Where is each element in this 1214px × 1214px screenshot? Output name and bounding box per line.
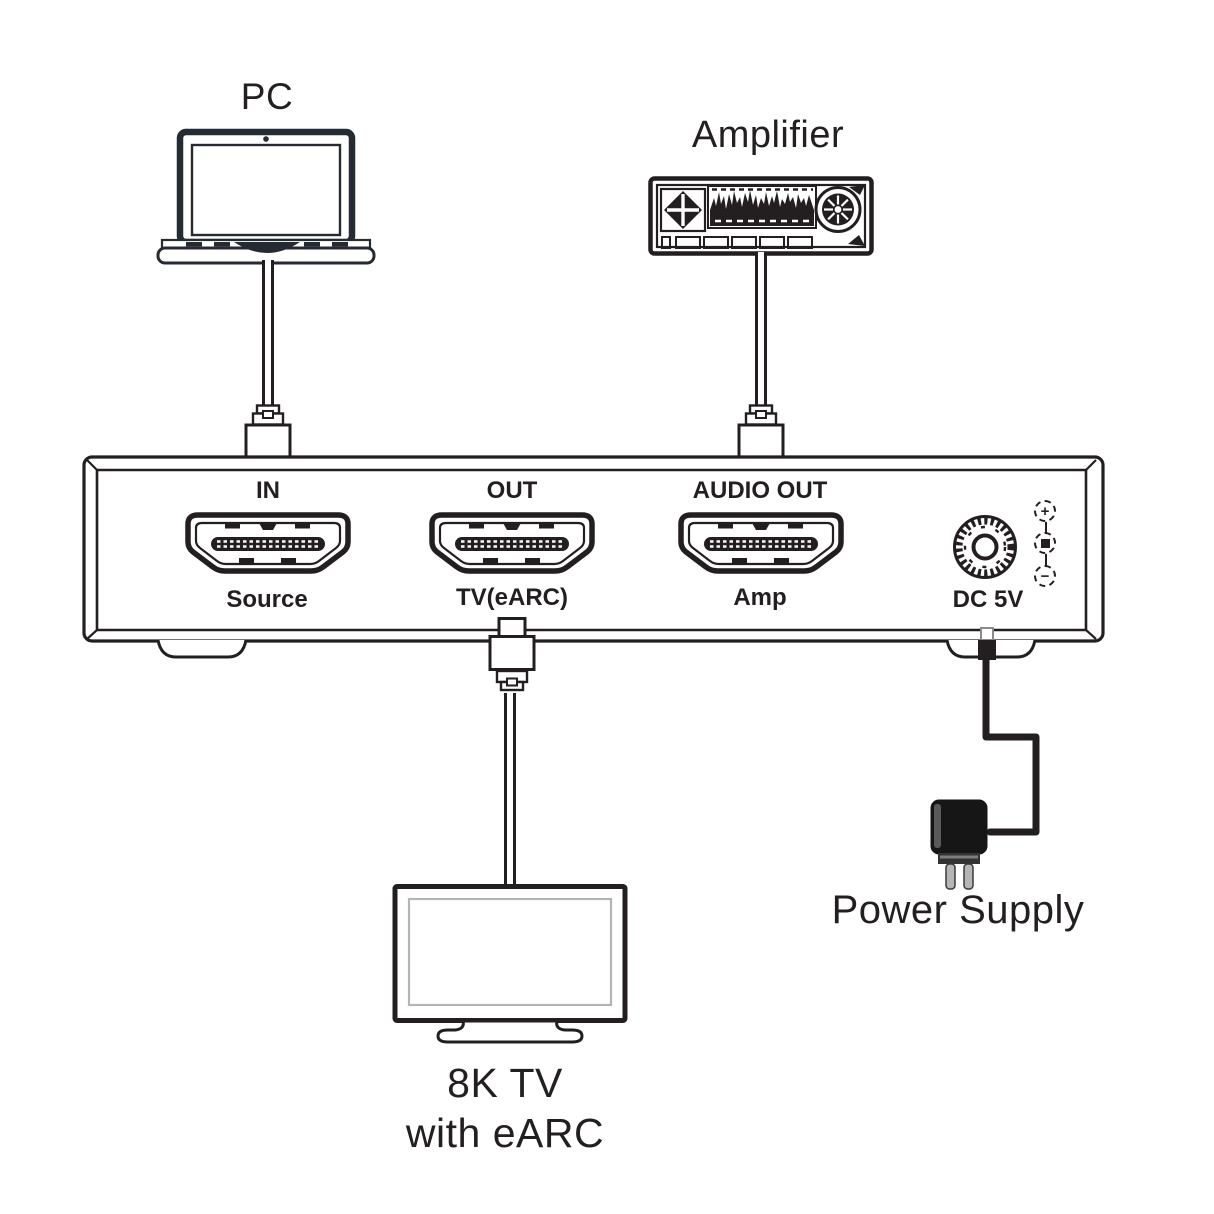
polarity-center-pin bbox=[1040, 538, 1050, 548]
amp-spectrum-icon bbox=[710, 190, 814, 226]
pc-label: PC bbox=[240, 76, 294, 117]
hdmi-port-out bbox=[429, 512, 595, 574]
port-label-dc-5v: DC 5V bbox=[952, 586, 1024, 613]
pc-hdmi-cable bbox=[262, 260, 274, 406]
polarity-minus-sign: − bbox=[1040, 567, 1050, 585]
power-supply-label: Power Supply bbox=[831, 888, 1085, 932]
earc-extractor-box bbox=[82, 455, 1105, 659]
power-cable bbox=[982, 644, 1040, 836]
polarity-plus-icon: + bbox=[1034, 500, 1056, 522]
hdmi-port-audio-out bbox=[678, 512, 844, 574]
port-label-out: OUT bbox=[486, 477, 538, 504]
laptop-icon bbox=[156, 128, 376, 265]
tv-screen bbox=[407, 897, 613, 1007]
box-foot-left bbox=[156, 639, 248, 659]
tv-hdmi-cable bbox=[504, 693, 516, 887]
hdmi-plug-tv bbox=[488, 617, 536, 692]
hdmi-port-in bbox=[185, 512, 351, 574]
dc-jack bbox=[953, 515, 1017, 579]
polarity-center-icon bbox=[1034, 532, 1056, 554]
port-label-source: Source bbox=[226, 586, 308, 613]
tv-stand bbox=[436, 1019, 584, 1044]
amp-dpad-cell bbox=[659, 187, 707, 233]
port-label-audio-out: AUDIO OUT bbox=[692, 477, 828, 504]
adapter-prong-left bbox=[945, 863, 956, 890]
polarity-plus-sign: + bbox=[1040, 502, 1050, 520]
dc-plug-tip bbox=[980, 627, 994, 641]
amplifier-hdmi-cable bbox=[755, 252, 767, 406]
adapter-prong-right bbox=[963, 863, 974, 890]
amplifier-label: Amplifier bbox=[691, 114, 845, 156]
power-adapter-icon bbox=[930, 799, 988, 890]
tv-icon bbox=[392, 884, 628, 1044]
webcam-icon bbox=[263, 136, 269, 142]
tv-label-line1: 8K TV bbox=[447, 1060, 563, 1106]
tv-label: 8K TV with eARC bbox=[355, 1058, 655, 1158]
amplifier-icon bbox=[648, 176, 874, 256]
polarity-minus-icon: − bbox=[1034, 565, 1056, 587]
port-label-tv-earc: TV(eARC) bbox=[456, 584, 568, 611]
port-label-in: IN bbox=[256, 477, 280, 504]
tv-label-line2: with eARC bbox=[405, 1110, 605, 1156]
port-label-amp: Amp bbox=[733, 584, 787, 611]
